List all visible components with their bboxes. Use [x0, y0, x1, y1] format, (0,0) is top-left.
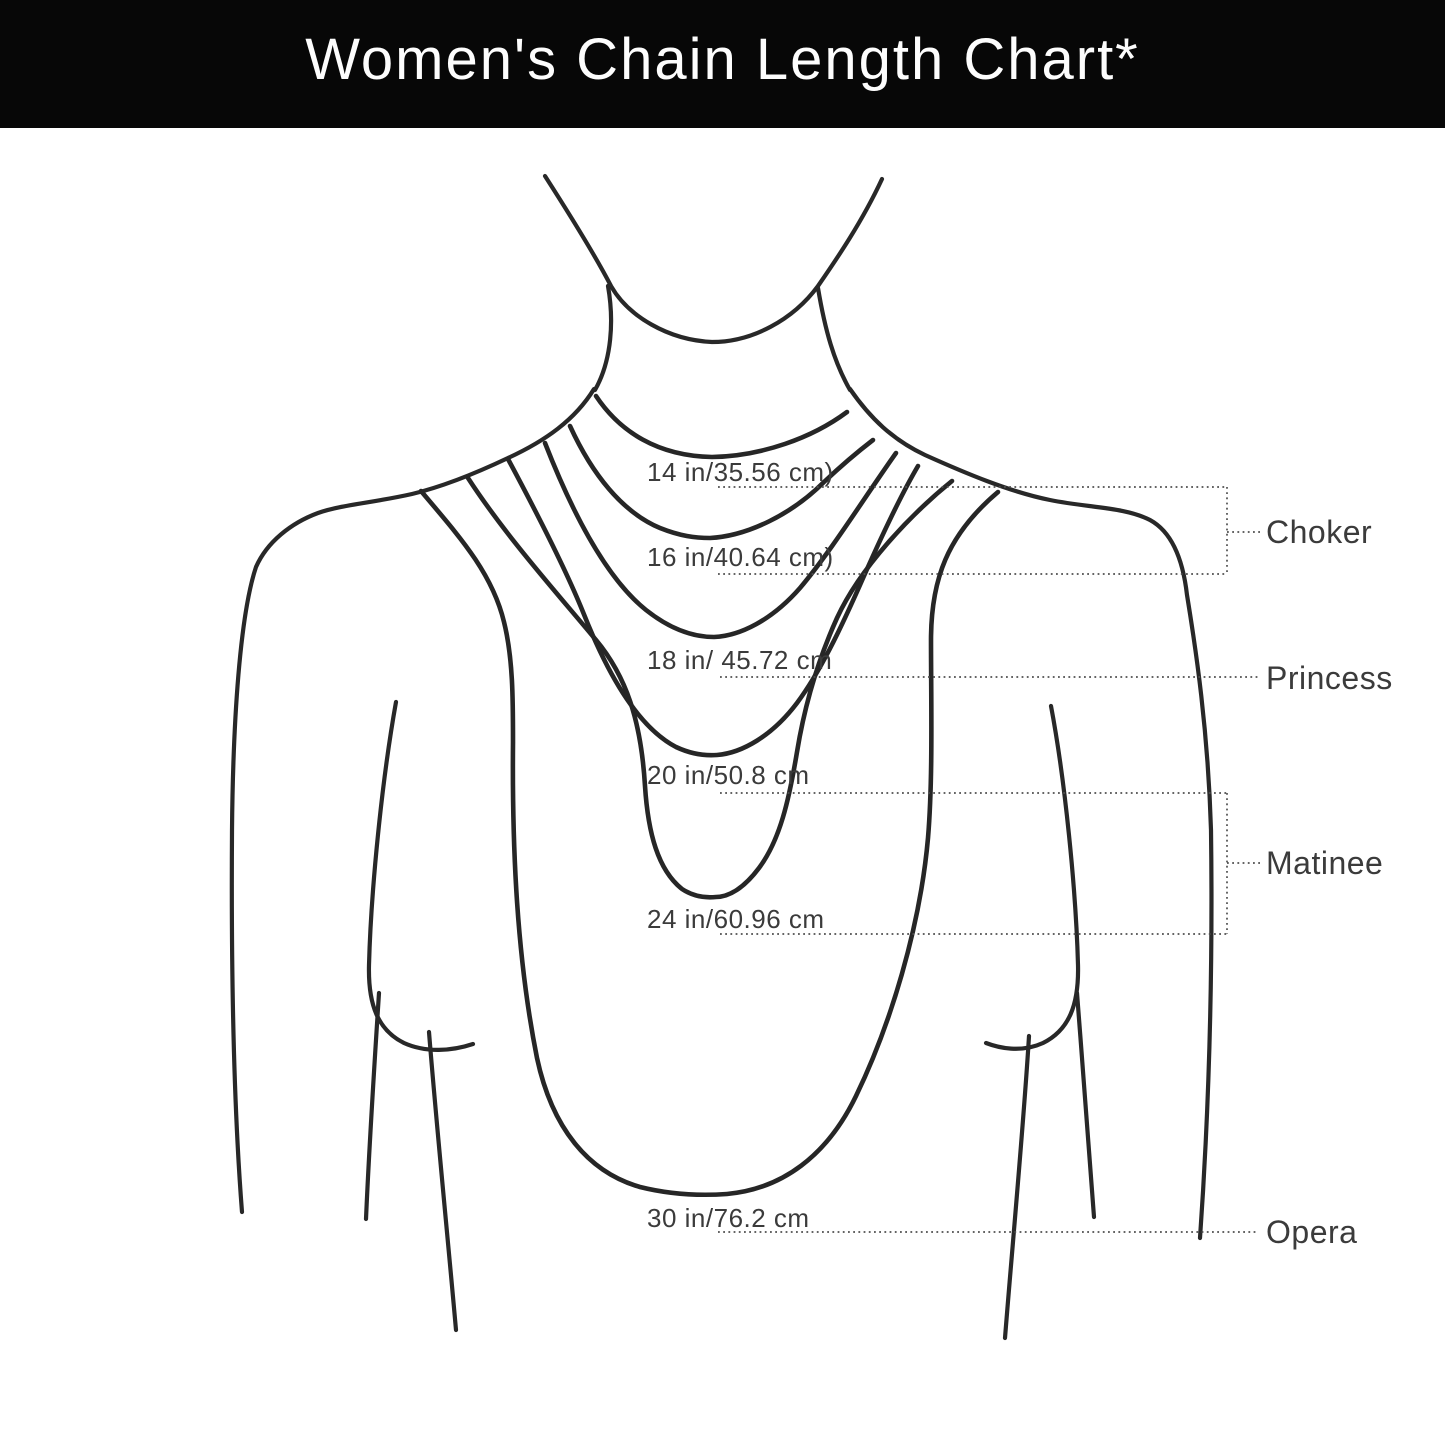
header-bar: Women's Chain Length Chart* [0, 0, 1445, 128]
page-title: Women's Chain Length Chart* [305, 26, 1140, 92]
chain-label-24in: 24 in/60.96 cm [647, 904, 825, 934]
right-shoulder-arm-outline [847, 386, 1214, 1241]
chain-label-18in: 18 in/ 45.72 cm [647, 645, 833, 675]
style-label-opera: Opera [1266, 1214, 1358, 1250]
right-sidebody-line [1074, 990, 1097, 1220]
chain-20in-path [505, 456, 921, 758]
style-label-matinee: Matinee [1266, 845, 1384, 881]
chain-label-14in: 14 in/35.56 cm) [647, 457, 834, 487]
right-torso-line [1002, 1033, 1032, 1341]
chain-14in-path [593, 393, 850, 460]
left-armpit-breast-line [366, 699, 476, 1052]
left-shoulder-arm-outline [229, 386, 597, 1215]
chain-label-30in: 30 in/76.2 cm [647, 1203, 810, 1233]
left-torso-line [426, 1029, 459, 1333]
right-armpit-breast-line [983, 703, 1081, 1051]
neck-right-line [815, 285, 853, 393]
jaw-chin-outline [542, 173, 885, 345]
chain-label-20in: 20 in/50.8 cm [647, 760, 810, 790]
chain-label-16in: 16 in/40.64 cm) [647, 542, 834, 572]
chain-30in-path [418, 488, 1001, 1198]
chain-16in-path [567, 423, 876, 541]
chain-24in-path [465, 475, 955, 900]
chain-18in-path [542, 440, 899, 640]
neck-left-line [592, 283, 614, 393]
style-label-choker: Choker [1266, 514, 1373, 550]
left-sidebody-line [363, 990, 382, 1222]
style-label-princess: Princess [1266, 660, 1393, 696]
